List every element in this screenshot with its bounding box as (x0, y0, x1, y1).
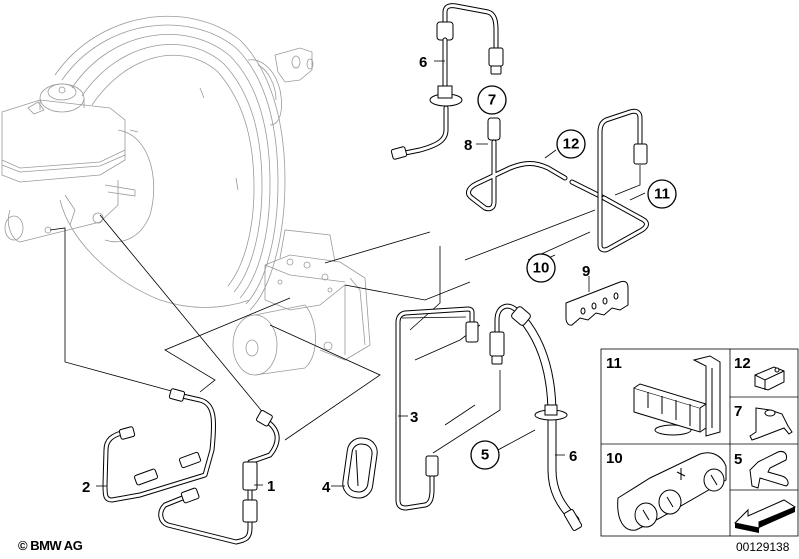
inset-part-5: 5 (734, 451, 789, 489)
copyright-text: © BMW AG (18, 538, 83, 553)
brake-booster (54, 15, 314, 311)
inset-part-11: 11 (606, 355, 721, 437)
grommet-4 (342, 437, 378, 499)
svg-text:10: 10 (606, 450, 623, 467)
callout-4: 4 (322, 479, 331, 496)
inset-direction-arrow (733, 499, 797, 533)
brake-pipe-2 (102, 388, 216, 503)
leader-lines (49, 165, 641, 454)
callout-circle-12: 12 (556, 129, 586, 159)
callout-8: 8 (464, 137, 472, 154)
brake-pipe-8 (466, 117, 607, 212)
inset-panel: 11 12 7 10 (600, 348, 799, 537)
svg-text:12: 12 (563, 136, 580, 153)
callout-2: 2 (82, 479, 90, 496)
svg-text:11: 11 (654, 186, 670, 203)
callout-circle-7: 7 (477, 85, 507, 115)
callout-1: 1 (267, 478, 275, 495)
callout-6-upper: 6 (419, 54, 427, 71)
callout-circle-10: 10 (526, 253, 556, 283)
callout-leaders (96, 60, 646, 487)
callout-9: 9 (582, 263, 590, 280)
svg-text:5: 5 (734, 451, 742, 468)
inset-part-10: 10 (606, 450, 727, 531)
brake-pipe-3 (395, 306, 479, 511)
svg-text:7: 7 (488, 92, 496, 109)
inset-part-7: 7 (734, 403, 793, 441)
abs-hydraulic-unit (232, 229, 371, 376)
svg-text:5: 5 (481, 447, 489, 464)
svg-text:7: 7 (734, 403, 742, 420)
inset-part-12: 12 (734, 355, 785, 391)
svg-text:10: 10 (533, 260, 550, 277)
callout-6-lower: 6 (569, 448, 577, 465)
callout-circle-11: 11 (647, 179, 677, 209)
svg-text:11: 11 (606, 355, 622, 372)
callout-circle-5: 5 (470, 440, 500, 470)
plain-callouts: 6 8 9 2 1 3 4 6 (82, 54, 590, 496)
circled-callouts: 7 12 11 10 5 (470, 85, 677, 470)
diagram-number: 00129138 (736, 540, 790, 554)
brake-hose-6-upper (390, 3, 504, 160)
clip-9 (565, 276, 629, 326)
master-cylinder (1, 83, 155, 243)
brake-pipe-11 (597, 108, 649, 253)
svg-text:12: 12 (734, 355, 751, 372)
brake-hose-6-lower (489, 303, 583, 531)
brake-pipe-1 (158, 410, 280, 545)
callout-3: 3 (410, 409, 418, 426)
